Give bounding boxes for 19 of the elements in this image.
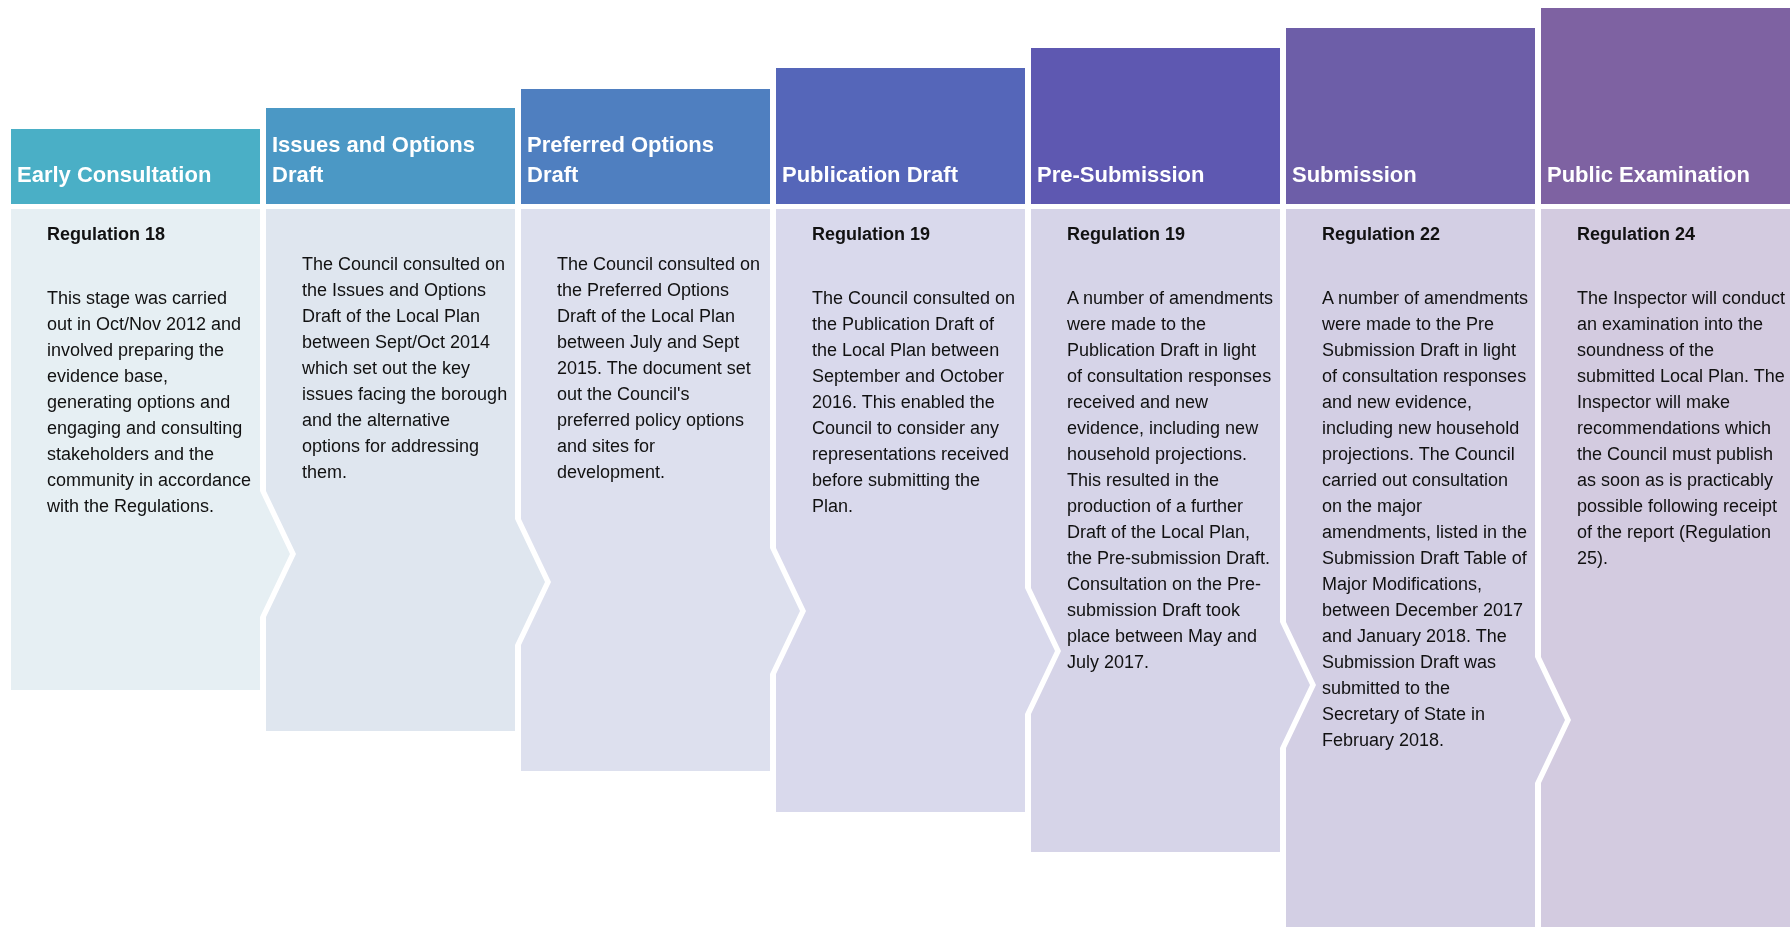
stage-header: Public Examination bbox=[1541, 8, 1790, 204]
regulation-label: Regulation 19 bbox=[812, 223, 932, 246]
stage-description: A number of amendments were made to the Pre Submission Draft in light of consultation responses and new evidence, including new household projections. The Council carried out consultation on the major amendments, listed in the Submission Draft Table of Major Modifications, between December 2017 and January 2018. The Submission Draft was submitted to the Secretary of State in February 2018. bbox=[1322, 287, 1530, 752]
stage-description: A number of amendments were made to the Publication Draft in light of consultation responses received and new evidence, including new household projections. This resulted in the production of a further Draft of the Local Plan, the Pre-submission Draft. Consultation on the Pre-submission Draft took place between May and July 2017. bbox=[1067, 287, 1275, 674]
regulation-label: Regulation 18 bbox=[47, 223, 167, 246]
stage-description: The Council consulted on the Issues and Options Draft of the Local Plan between Sept/Oct 2014 which set out the key issues facing the borough and the alternative options for addressing them. bbox=[302, 253, 509, 484]
stage-description: The Council consulted on the Preferred Options Draft of the Local Plan between July and Sept 2015. The document set out the Council's preferred policy options and sites for development. bbox=[557, 253, 762, 484]
regulation-label: Regulation 22 bbox=[1322, 223, 1442, 246]
regulation-label: Regulation 24 bbox=[1577, 223, 1697, 246]
stage-header: Preferred Options Draft bbox=[521, 89, 770, 204]
regulation-label: Regulation 19 bbox=[1067, 223, 1187, 246]
stage-description: This stage was carried out in Oct/Nov 2012 and involved preparing the evidence base, generating options and engaging and consulting stakeholders and the community in accordance with the Regulations. bbox=[47, 287, 253, 518]
stage-description: The Inspector will conduct an examination into the soundness of the submitted Local Plan. The Inspector will make recommendations which the Council must publish as soon as is practicably possible following receipt of the report (Regulation 25). bbox=[1577, 287, 1786, 570]
stage-header: Early Consultation bbox=[11, 129, 260, 204]
stage-header: Publication Draft bbox=[776, 68, 1025, 204]
stage-description: The Council consulted on the Publication Draft of the Local Plan between September and October 2016. This enabled the Council to consider any representations received before submitting the Plan. bbox=[812, 287, 1017, 518]
stage-header: Pre-Submission bbox=[1031, 48, 1280, 204]
stage-header: Issues and Options Draft bbox=[266, 108, 515, 204]
stage-header: Submission bbox=[1286, 28, 1535, 204]
